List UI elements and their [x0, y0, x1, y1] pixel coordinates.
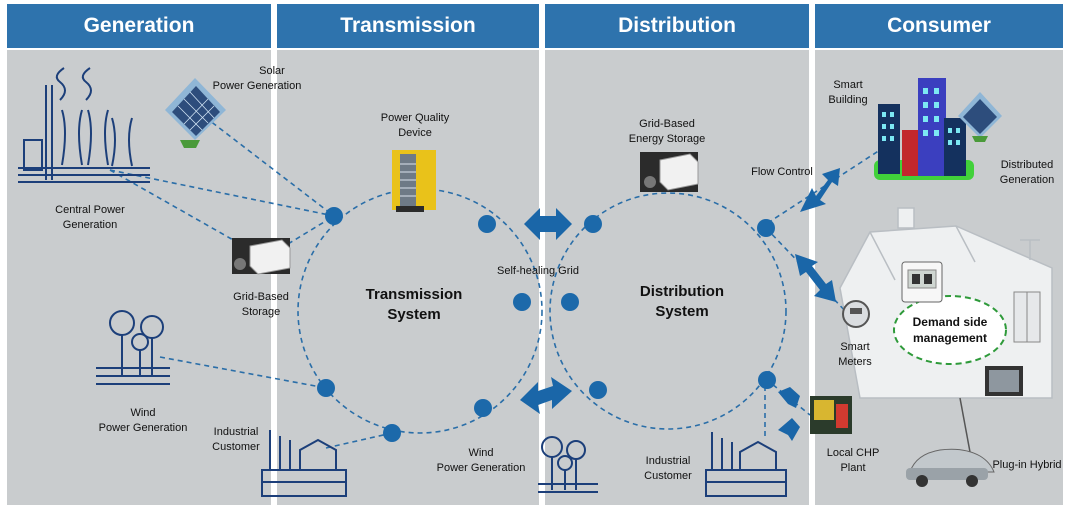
node — [325, 207, 343, 225]
thermostat-icon — [901, 261, 943, 303]
small-arrow-icon — [778, 418, 800, 441]
grid-energy-storage-label: Grid-Based Energy Storage — [617, 117, 717, 147]
distribution-ring — [549, 192, 787, 430]
double-arrow-icon — [800, 168, 840, 212]
grid-storage-label: Grid-Based Storage — [225, 290, 297, 320]
distribution-system-line2: System — [655, 303, 709, 320]
wind-gen-line2: Power Generation — [98, 422, 188, 434]
network-nodes — [317, 207, 776, 442]
transmission-system-line1: Transmission — [365, 286, 463, 303]
demand-line2: management — [912, 331, 988, 345]
node — [584, 215, 602, 233]
car-icon — [906, 448, 995, 487]
distributed-line2: Generation — [999, 174, 1055, 186]
double-arrow-icon — [795, 254, 836, 302]
double-arrow-icon — [520, 377, 572, 414]
wind-turbine-icon — [96, 310, 170, 385]
solar-label: Solar Power Generation — [212, 64, 302, 94]
wind-turbine-icon — [538, 436, 598, 493]
smart-meters-line2: Meters — [838, 356, 872, 368]
demand-line1: Demand side — [912, 315, 988, 329]
smart-meters-label: Smart Meters — [830, 340, 880, 370]
central-power-line1: Central Power — [55, 204, 125, 216]
smart-building-line1: Smart — [833, 79, 863, 91]
central-power-line2: Generation — [62, 219, 118, 231]
industrial-line2: Customer — [212, 441, 260, 453]
node — [589, 381, 607, 399]
factory-icon — [705, 432, 787, 497]
node — [757, 219, 775, 237]
industrial-distribution-label: Industrial Customer — [638, 454, 698, 484]
flow-arrows — [520, 168, 840, 441]
smart-meters-line1: Smart — [840, 341, 870, 353]
central-power-label: Central Power Generation — [40, 203, 140, 233]
wind-transmission-label: Wind Power Generation — [426, 446, 536, 476]
storage-icon — [232, 238, 291, 275]
smart-building-icon — [874, 78, 974, 180]
distribution-system-line1: Distribution — [639, 283, 725, 300]
demand-side-label: Demand side management — [900, 314, 1000, 346]
header-transmission: Transmission — [277, 4, 539, 48]
transmission-system-line2: System — [387, 306, 441, 323]
distributed-line1: Distributed — [1000, 159, 1054, 171]
node — [317, 379, 335, 397]
grid-energy-line2: Energy Storage — [628, 133, 706, 145]
double-arrow-icon — [524, 208, 572, 240]
solar-label-line1: Solar — [259, 65, 285, 77]
chp-plant-label: Local CHP Plant — [820, 446, 886, 476]
solar-panel-icon — [958, 92, 1002, 142]
smart-building-label: Smart Building — [822, 78, 874, 108]
industrial-line1: Industrial — [213, 426, 259, 438]
refrigerator-icon — [1013, 291, 1041, 343]
wind-gen-line1: Wind — [130, 407, 156, 419]
node — [561, 293, 579, 311]
node — [513, 293, 531, 311]
industrial-dist-line2: Customer — [644, 470, 692, 482]
demand-side-ellipse — [893, 295, 1007, 365]
solar-label-line2: Power Generation — [212, 80, 302, 92]
distribution-panel — [545, 50, 809, 505]
distribution-system-label: Distribution System — [622, 282, 742, 322]
power-plant-icon — [18, 67, 150, 183]
wind-trans-line1: Wind — [468, 447, 494, 459]
solar-panel-icon — [165, 78, 226, 148]
factory-icon — [261, 430, 347, 497]
industrial-customer-label: Industrial Customer — [206, 425, 266, 455]
small-arrow-icon — [778, 387, 800, 408]
node — [383, 424, 401, 442]
header-generation: Generation — [7, 4, 271, 48]
chp-line1: Local CHP — [826, 447, 880, 459]
wind-trans-line2: Power Generation — [436, 462, 526, 474]
grid-energy-line1: Grid-Based — [639, 118, 695, 130]
flow-control-label: Flow Control — [751, 166, 813, 178]
header-distribution: Distribution — [545, 4, 809, 48]
grid-storage-line2: Storage — [241, 306, 281, 318]
self-healing-label: Self-healing Grid — [497, 265, 579, 277]
power-quality-device-icon — [392, 150, 436, 212]
node — [474, 399, 492, 417]
header-consumer: Consumer — [815, 4, 1063, 48]
pq-line2: Device — [398, 127, 432, 139]
smart-meter-icon — [842, 300, 870, 328]
transmission-panel — [277, 50, 539, 505]
energy-storage-icon — [640, 152, 699, 192]
distributed-generation-label: Distributed Generation — [992, 158, 1062, 188]
node — [758, 371, 776, 389]
grid-storage-line1: Grid-Based — [233, 291, 289, 303]
transmission-system-label: Transmission System — [354, 285, 474, 325]
smart-building-line2: Building — [828, 94, 868, 106]
node — [478, 215, 496, 233]
transmission-ring — [297, 188, 543, 434]
monitor-icon — [985, 366, 1023, 396]
plug-in-hybrid-label: Plug-in Hybrid — [992, 459, 1062, 471]
chp-line2: Plant — [840, 462, 866, 474]
power-quality-label: Power Quality Device — [370, 111, 460, 141]
wind-generation-label: Wind Power Generation — [88, 406, 198, 436]
chp-plant-icon — [810, 396, 852, 434]
industrial-dist-line1: Industrial — [645, 455, 691, 467]
pq-line1: Power Quality — [380, 112, 450, 124]
